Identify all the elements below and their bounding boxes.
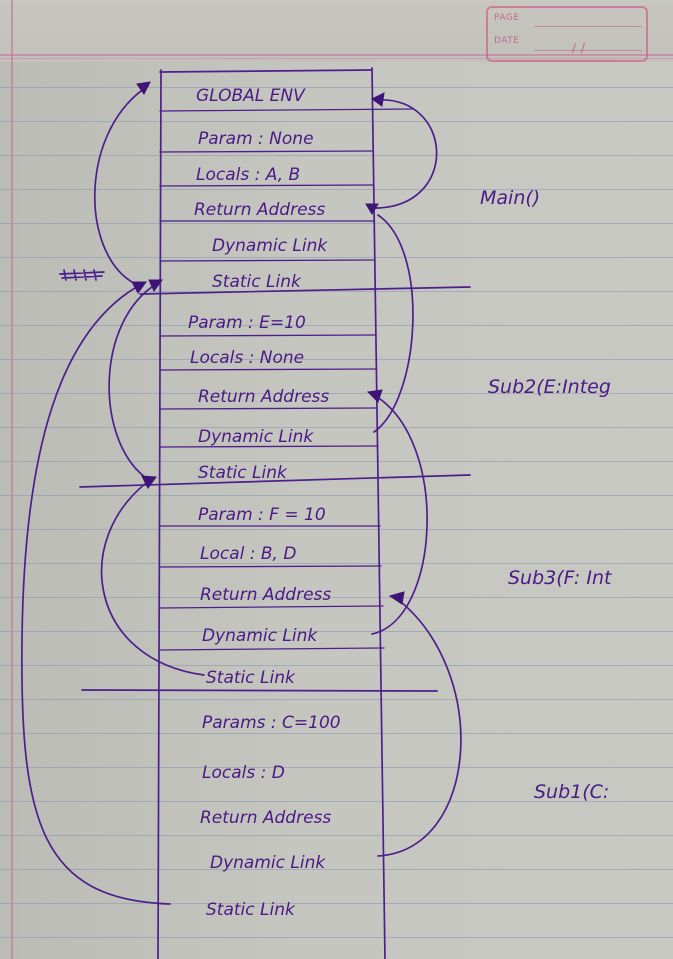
arrow-sub1-dynamic-to-sub3 [377,597,462,857]
label-main: Main() [480,187,540,209]
row-main-dynamic-link: Dynamic Link [212,236,328,256]
arrow-main-return-to-global [371,99,438,209]
arrow-sub3-static-to-sub2 [100,479,205,676]
label-sub2: Sub2(E:Integ [488,376,611,398]
row-sub1-params: Params : C=100 [202,713,341,733]
row-sub1-return-address: Return Address [200,808,331,828]
arrow-head-global-right [371,92,385,107]
arrow-head-sub3-return [388,591,405,605]
row-sub3-static-link: Static Link [206,668,296,688]
row-main-param: Param : None [198,129,314,149]
row-sub1-locals: Locals : D [202,763,285,783]
row-sub2-static-link: Static Link [198,463,288,483]
arrow-sub2-dynamic-to-main [373,214,414,433]
row-sub3-dynamic-link: Dynamic Link [202,626,318,646]
arrow-head-sub2-static [141,475,157,489]
arrow-head-sub2-return [366,389,383,403]
frame-divider-main [139,286,471,295]
label-sub3: Sub3(F: Int [508,567,613,589]
date-label: DATE [494,36,520,46]
row-sub2-dynamic-link: Dynamic Link [198,427,314,447]
stack-top-border [159,69,373,73]
row-sub2-param: Param : E=10 [188,313,306,333]
row-sub1-static-link: Static Link [206,900,296,920]
row-sub1-dynamic-link: Dynamic Link [210,853,326,873]
row-main-locals: Locals : A, B [196,165,300,185]
stack-right-border [371,67,386,959]
margin-line-top-secondary [0,58,673,59]
row-sub3-return-address: Return Address [200,585,331,605]
row-main-static-link: Static Link [212,272,302,292]
row-global-env: GLOBAL ENV [196,86,306,106]
margin-line-vertical [11,0,13,959]
margin-line-top [0,54,673,56]
arrow-main-static-to-global [93,85,149,283]
page-header-band [0,0,673,62]
page-date-box: PAGE DATE / / [486,6,648,62]
row-main-return-address: Return Address [194,200,325,220]
date-value: / / [572,41,586,55]
arrow-sub1-static-to-main [21,284,171,905]
page-line [534,26,642,27]
arrow-head-global-left [136,81,151,95]
label-sub1: Sub1(C: [534,781,609,803]
row-sub2-locals: Locals : None [190,348,304,368]
arrow-head-main-static-b [131,281,147,294]
row-sub3-param: Param : F = 10 [198,505,326,525]
scribble-mark [59,269,105,281]
row-sub2-return-address: Return Address [198,387,329,407]
row-sub3-local: Local : B, D [200,544,296,564]
date-line [534,50,642,51]
page-label: PAGE [494,13,520,23]
arrow-sub3-dynamic-to-sub2 [371,394,428,635]
frame-divider-sub3 [81,689,438,692]
arrow-head-main-static-a [148,279,163,292]
arrow-sub2-static-to-main [108,282,159,479]
stack-left-border [157,69,162,959]
arrow-head-main-return [365,203,379,215]
